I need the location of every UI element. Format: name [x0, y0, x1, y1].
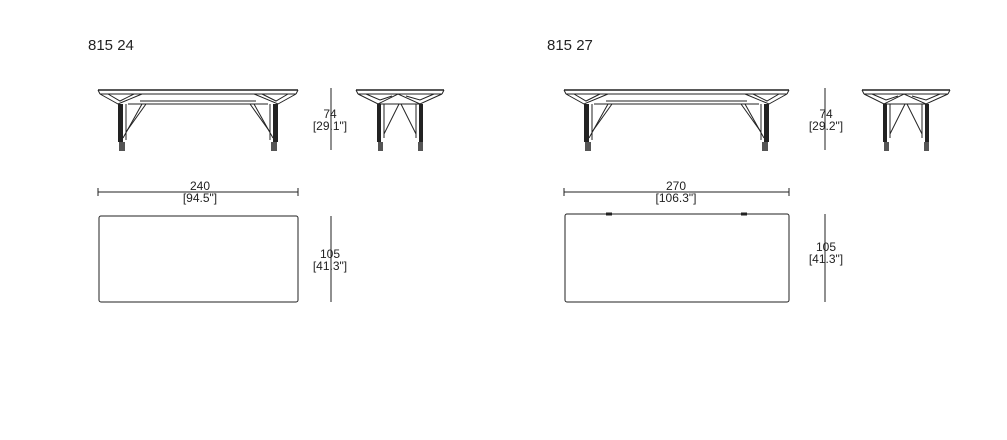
- height-cm-2: 74: [819, 107, 833, 121]
- length-label-2: 270 [106.3"]: [636, 180, 716, 204]
- model-label-1: 815 24: [88, 37, 134, 54]
- plan-view-1: [98, 215, 299, 303]
- front-view-2: [563, 89, 790, 151]
- length-in-1: [94.5"]: [182, 191, 218, 205]
- length-in-2: [106.3"]: [655, 191, 697, 205]
- length-dim-line-1: [97, 188, 299, 196]
- width-cm-2: 105: [815, 240, 837, 254]
- height-label-1: 74 [29.1"]: [310, 108, 350, 132]
- width-cm-1: 105: [319, 247, 341, 261]
- width-label-2: 105 [41.3"]: [804, 241, 848, 265]
- width-in-2: [41.3"]: [808, 252, 844, 266]
- length-dim-line-2: [563, 188, 790, 196]
- height-cm-1: 74: [323, 107, 337, 121]
- plan-view-2: [564, 212, 790, 303]
- model-label-2: 815 27: [547, 37, 593, 54]
- front-view-1: [97, 89, 299, 151]
- length-cm-2: 270: [665, 179, 687, 193]
- side-view-2: [861, 89, 951, 151]
- height-label-2: 74 [29.2"]: [804, 108, 848, 132]
- side-view-1: [355, 89, 445, 151]
- width-in-1: [41.3"]: [312, 259, 348, 273]
- length-cm-1: 240: [189, 179, 211, 193]
- length-label-1: 240 [94.5"]: [160, 180, 240, 204]
- height-in-2: [29.2"]: [808, 119, 844, 133]
- height-in-1: [29.1"]: [312, 119, 348, 133]
- width-label-1: 105 [41.3"]: [310, 248, 350, 272]
